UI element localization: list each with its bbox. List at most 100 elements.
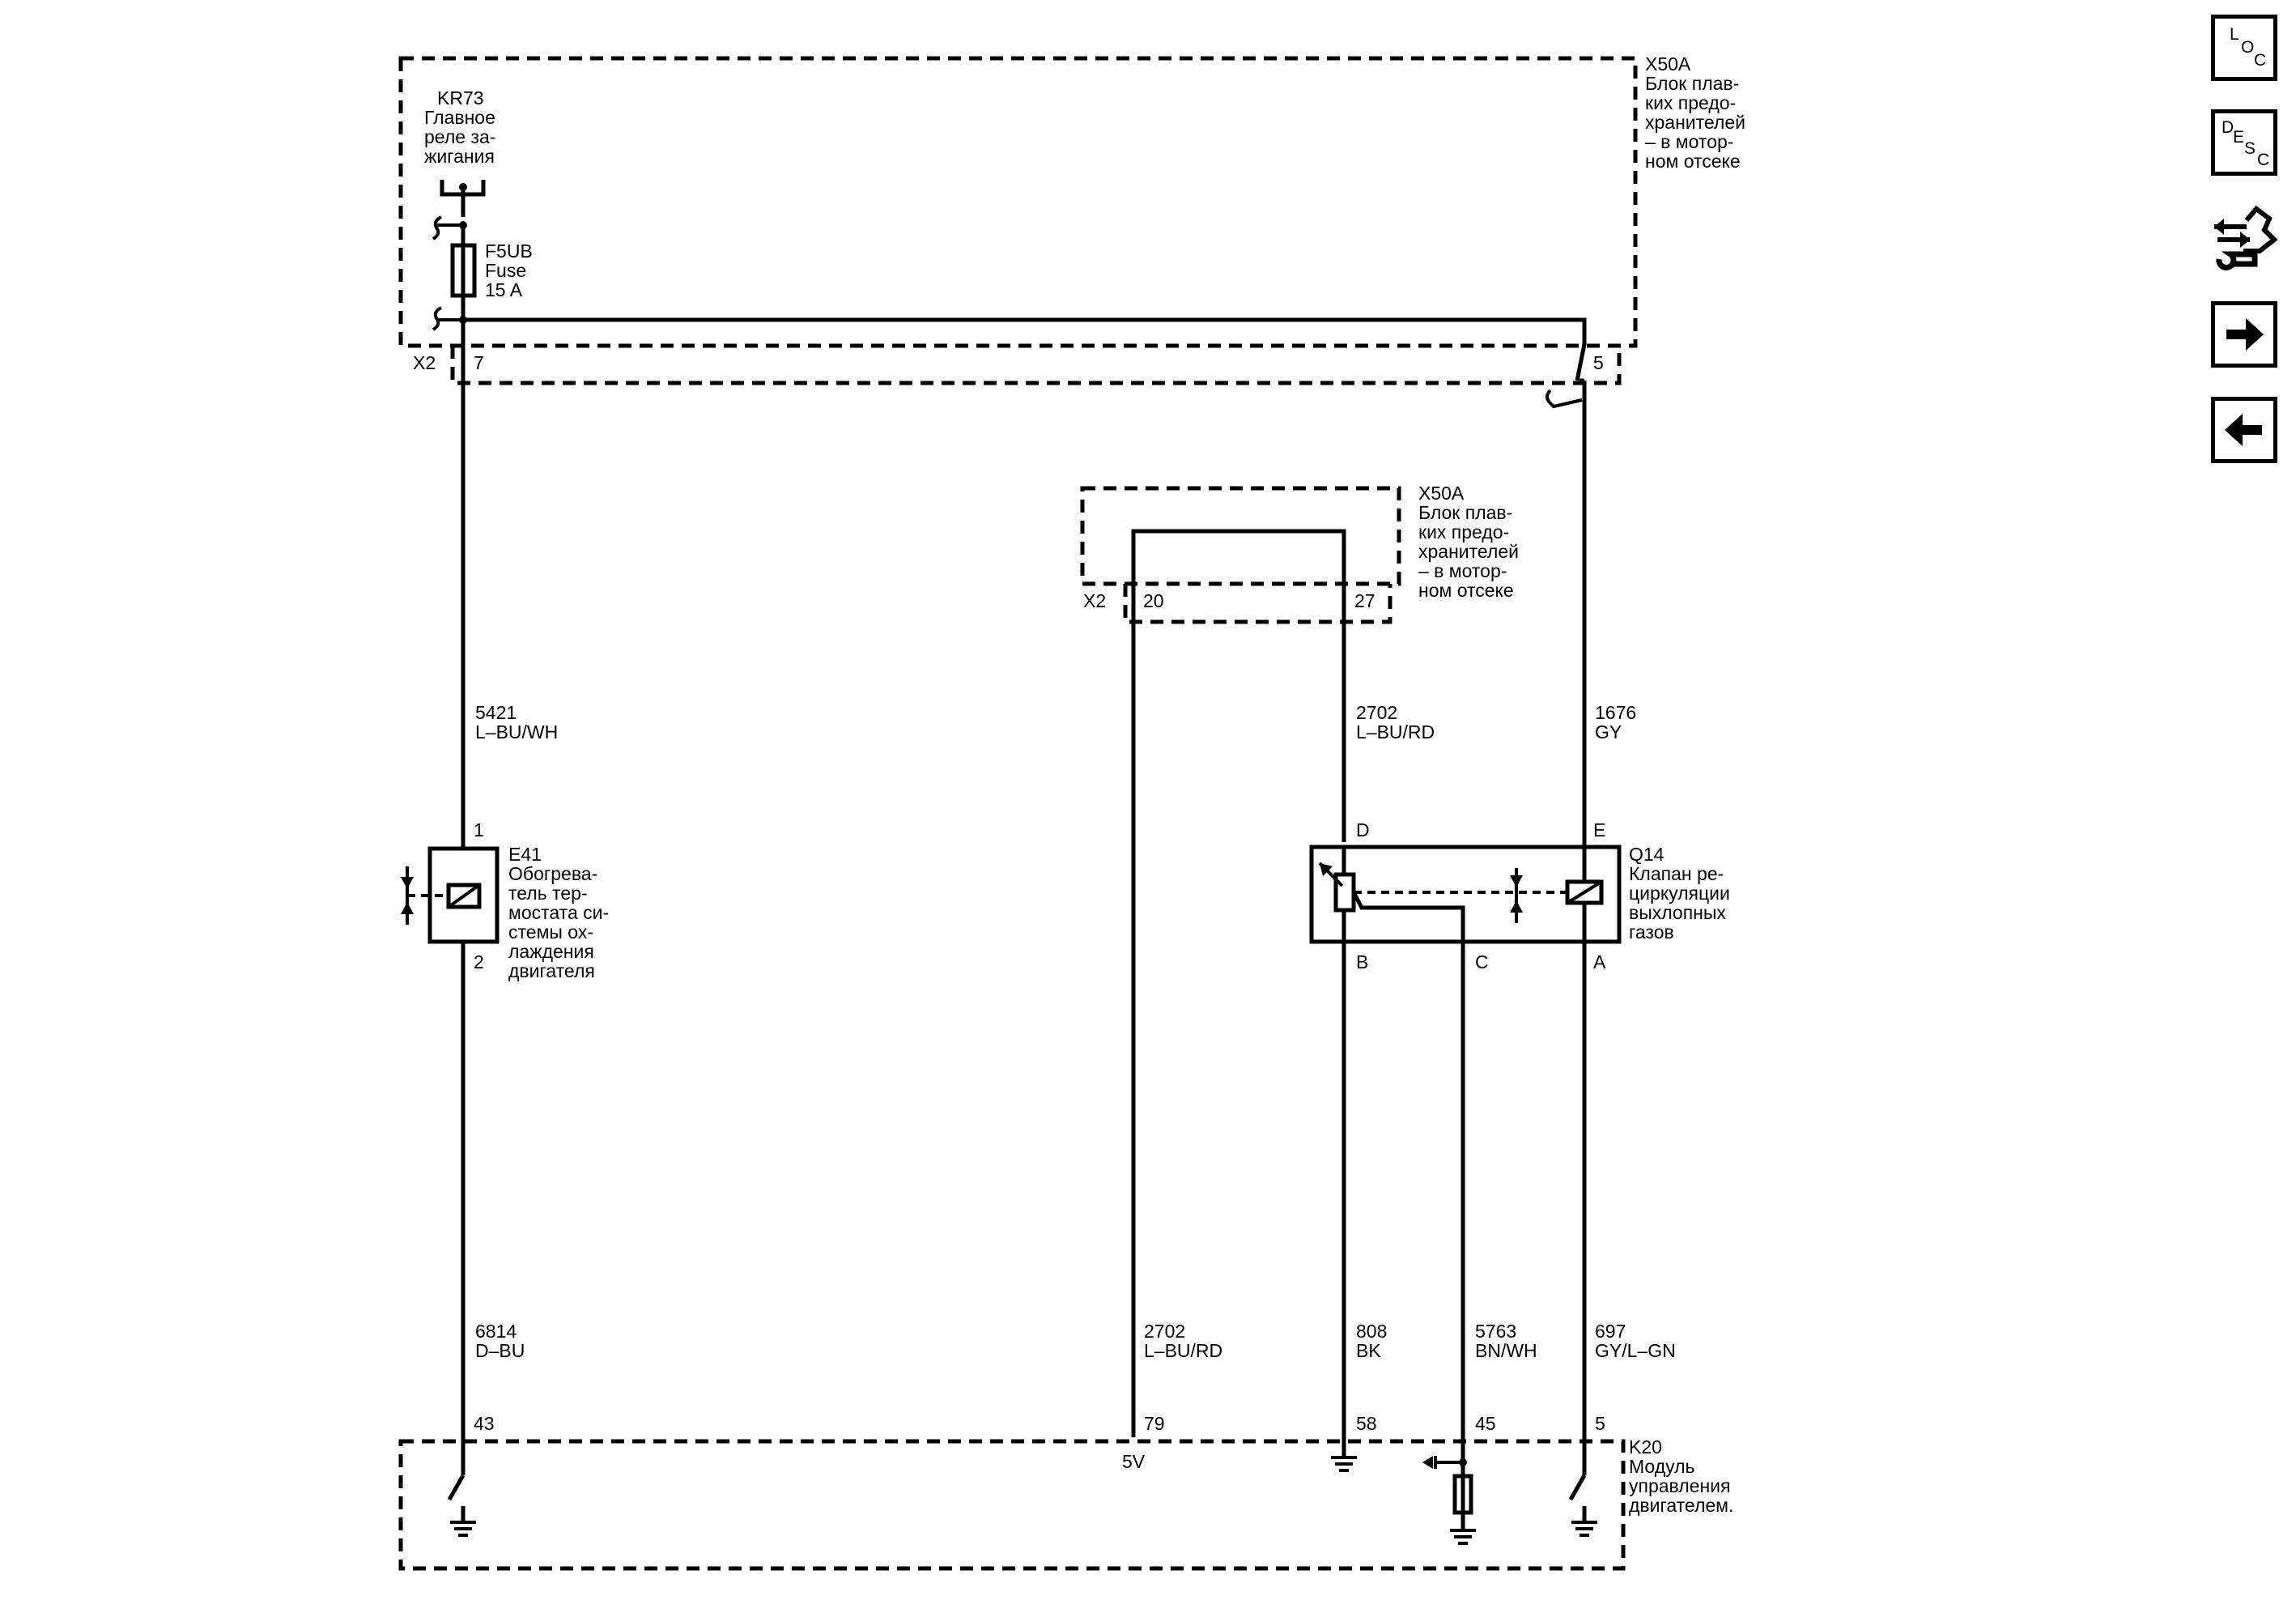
bus-wire [463, 317, 1587, 381]
wire-2702-loop [1131, 529, 1346, 1437]
fuse-block-top-name-3: хранителей [1645, 112, 1745, 133]
fuse-block-top-name-5: ном отсеке [1645, 151, 1741, 172]
wire-697-circuit: 697 [1595, 1321, 1626, 1342]
fuse-block-top-pin-7: 7 [474, 352, 484, 373]
wire-1676-circuit: 1676 [1595, 702, 1636, 723]
ground-icon-45 [1450, 1529, 1476, 1545]
fuse-block-mid-name-4: – в мотор- [1418, 560, 1507, 581]
ecm-input-arrow-icon [1422, 1456, 1433, 1469]
heater-name-6: двигателя [508, 960, 595, 981]
fuse-f5ub: F5UB Fuse 15 A [432, 240, 533, 331]
fuse-block-mid-id: X50A [1418, 483, 1465, 504]
heater-name-3: мостата си- [508, 902, 609, 923]
fuse-block-mid-name-2: ких предо- [1418, 521, 1509, 543]
ecm-id: K20 [1629, 1436, 1662, 1457]
ecm-pin-58: 58 [1356, 1413, 1377, 1434]
egr-pin-e: E [1593, 819, 1605, 840]
loc-letter-l: L [2230, 25, 2239, 44]
ecm-name-1: Модуль [1629, 1456, 1695, 1477]
egr-name-1: Клапан ре- [1629, 863, 1724, 884]
fuse-block-top-name-1: Блок плав- [1645, 73, 1739, 94]
connector-tool-icon [2214, 205, 2278, 270]
egr-pin-c: C [1475, 951, 1489, 972]
desc-letter-s: S [2244, 139, 2256, 158]
fuse-block-mid-connector-outline [1123, 584, 1392, 624]
desc-button[interactable]: D E S C [2211, 109, 2277, 176]
fuse-block-top-name-2: ких предо- [1645, 92, 1736, 113]
relay-connector-icon [432, 215, 442, 240]
fuse-id: F5UB [485, 240, 533, 262]
wire-6814-color: D–BU [475, 1340, 525, 1361]
wire-2702-upper-circuit: 2702 [1356, 702, 1397, 723]
fuse-block-mid-outline [1080, 486, 1401, 586]
ecm-pin-45: 45 [1475, 1413, 1496, 1434]
ignition-relay: KR73 Главное реле за- жигания [424, 87, 495, 245]
heater-name-2: тель тер- [508, 883, 588, 904]
connector-tool-button[interactable] [2211, 202, 2278, 274]
fuse-block-top-connector-label: X2 [413, 352, 436, 373]
fuse-block-top-pin-5: 5 [1593, 352, 1604, 373]
ecm-ref-voltage: 5V [1122, 1451, 1146, 1472]
egr-id: Q14 [1629, 844, 1665, 865]
wire-2702-lower-color: L–BU/RD [1144, 1340, 1222, 1361]
loc-letter-c: C [2254, 51, 2267, 70]
fuse-block-mid-name-3: хранителей [1418, 541, 1519, 562]
egr-pin-a: A [1593, 951, 1606, 972]
wire-2702-lower-circuit: 2702 [1144, 1321, 1185, 1342]
relay-name-1: Главное [424, 107, 495, 128]
ecm-name-2: управления [1629, 1475, 1730, 1496]
heater-body [427, 846, 500, 944]
heater-arrow-down-icon [401, 877, 414, 889]
relay-name-3: жигания [424, 146, 495, 167]
arrow-right-icon [2226, 318, 2264, 351]
heater-name-4: стемы ох- [508, 921, 593, 943]
ground-icon-5 [1571, 1521, 1597, 1537]
ecm-pin-43: 43 [474, 1413, 495, 1434]
wire-1676-color: GY [1595, 721, 1622, 743]
wire-6814-circuit: 6814 [475, 1321, 517, 1342]
wire-5421-circuit: 5421 [475, 702, 517, 723]
egr-valve-q14: D E B C A Q14 Клапан ре- циркуляции выхл… [1309, 819, 1730, 972]
fuse-block-top-id: X50A [1645, 53, 1691, 74]
fuse-block-top-name-4: – в мотор- [1645, 131, 1733, 152]
previous-button[interactable] [2211, 397, 2277, 463]
egr-pin-b: B [1356, 951, 1368, 972]
ecm-pin-5: 5 [1595, 1413, 1605, 1434]
heater-arrow-up-icon [401, 902, 414, 914]
fuse-block-mid-name-5: ном отсеке [1418, 580, 1514, 601]
fuse-block-top-connector-outline [450, 346, 1622, 385]
heater-pin-2: 2 [474, 951, 484, 972]
relay-name-2: реле за- [424, 126, 495, 147]
wire-5763-color: BN/WH [1475, 1340, 1537, 1361]
egr-body [1309, 845, 1622, 944]
ecm-switch-5-icon [1568, 1474, 1587, 1501]
wire-2702-upper-color: L–BU/RD [1356, 721, 1435, 743]
fuse-rating: 15 A [485, 279, 523, 300]
next-button[interactable] [2211, 301, 2277, 368]
heater-coil-icon [446, 883, 482, 909]
relay-id: KR73 [437, 87, 484, 109]
fuse-block-top: X50A Блок плав- ких предо- хранителей – … [398, 53, 1745, 385]
desc-letter-c: C [2257, 151, 2270, 169]
loc-button[interactable]: L O C [2211, 15, 2277, 81]
fuse-type: Fuse [485, 260, 526, 281]
fuse-block-mid-name-1: Блок плав- [1418, 502, 1512, 523]
wire-5421-color: L–BU/WH [475, 721, 558, 743]
egr-wiper-wire [1351, 891, 1465, 942]
fuse-block-mid-pin-27: 27 [1354, 590, 1375, 611]
ecm-switch-43-icon [447, 1474, 466, 1501]
fuse-block-mid: X50A Блок плав- ких предо- хранителей – … [1080, 483, 1519, 624]
fuse-block-top-outline [398, 56, 1638, 348]
ground-icon-58 [1331, 1456, 1357, 1472]
egr-arrow-up-icon [1510, 900, 1523, 913]
egr-name-2: циркуляции [1629, 883, 1730, 904]
ground-icon-43 [450, 1521, 476, 1537]
egr-arrow-down-icon [1510, 875, 1523, 887]
heater-name-1: Обогрева- [508, 863, 597, 884]
ecm-name-3: двигателем. [1629, 1495, 1733, 1516]
arrow-left-icon [2225, 414, 2262, 446]
wire-697-color: GY/L–GN [1595, 1340, 1676, 1361]
bus-connector-icon [1546, 389, 1583, 409]
wire-808-color: BK [1356, 1340, 1381, 1361]
